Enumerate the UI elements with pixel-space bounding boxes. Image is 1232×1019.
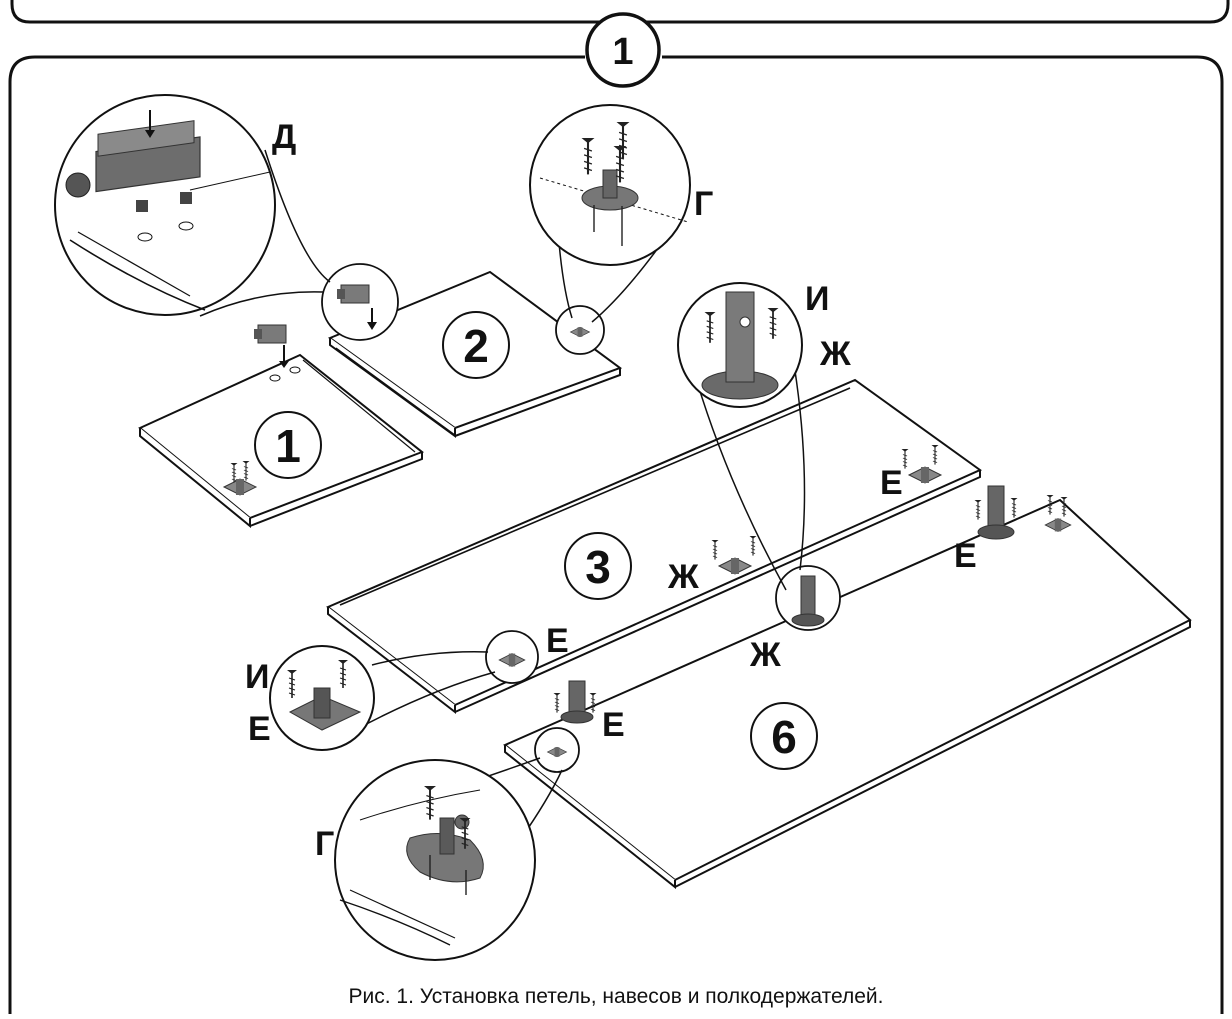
label-e-right: Е [880,464,903,502]
label-g-bottom: Г [315,825,334,863]
hinge-d-small [253,324,289,368]
label-zh-low: Ж [749,636,781,674]
label-e-lower: Е [602,706,625,744]
panel-6-number: 6 [771,711,797,763]
label-zh-mid: Ж [667,558,699,596]
label-d: Д [272,118,296,156]
label-zh-top: Ж [819,335,851,373]
label-i-top: И [805,280,829,318]
label-e-left: Е [248,710,271,748]
detail-g-bottom: Г [315,759,536,961]
panel-1-number: 1 [275,420,301,472]
panel-2-number: 2 [463,320,489,372]
panel-1: 1 [138,324,424,529]
panel-3: 3 [326,378,982,715]
detail-i-zh: И Ж [677,280,851,408]
detail-g-top: Г [529,104,713,323]
label-i-left: И [245,658,269,696]
label-e-right2: Е [954,537,977,575]
figure-caption: Рис. 1. Установка петель, навесов и полк… [348,985,884,1008]
panel-6: 6 [503,485,1192,890]
step-badge: 1 [585,12,661,88]
panel-3-number: 3 [585,541,611,593]
step-number: 1 [612,31,633,73]
main-frame [8,55,1224,1014]
detail-i-e: И Е [245,645,375,751]
panel-2: 2 [321,263,623,438]
label-g-top: Г [694,185,713,223]
label-e-mid: Е [546,622,569,660]
detail-d: Д [54,94,296,316]
